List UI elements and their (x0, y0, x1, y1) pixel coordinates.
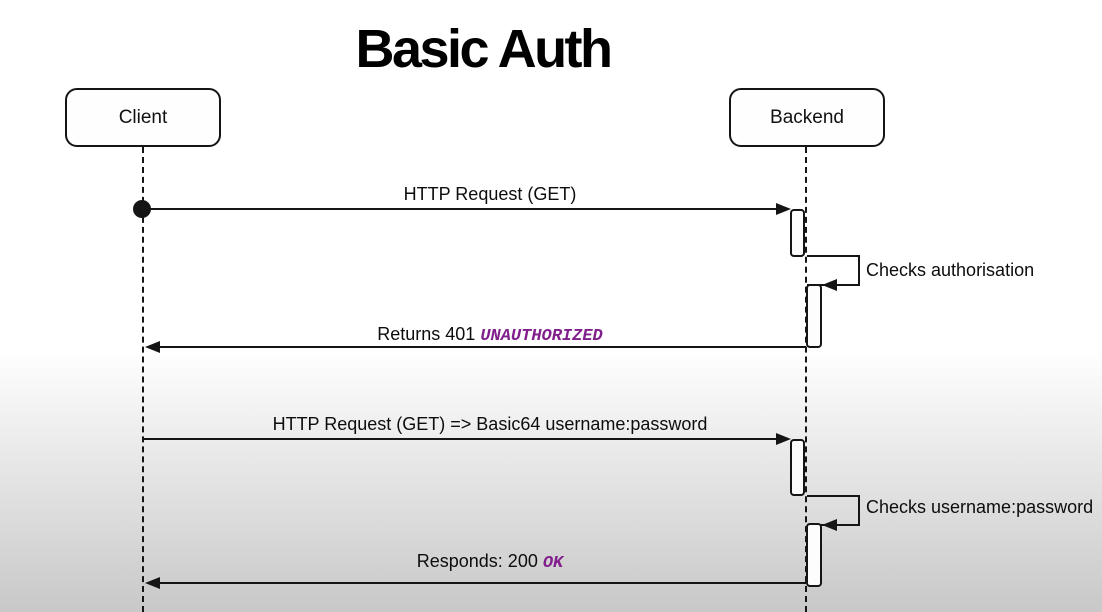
activation-bar-4 (806, 523, 822, 587)
activation-bar-1 (790, 209, 805, 257)
message-label-4-text: Responds: 200 (416, 551, 543, 571)
message-label-1: HTTP Request (GET) (403, 184, 577, 204)
arrowhead-left-icon (145, 341, 160, 353)
actor-label-client: Client (118, 106, 168, 128)
message-line-3 (143, 438, 778, 440)
message-line-2 (159, 346, 806, 348)
actor-box-backend: Backend (729, 88, 885, 147)
arrowhead-left-icon (145, 577, 160, 589)
activation-bar-3 (790, 439, 805, 496)
arrowhead-right-icon (776, 433, 791, 445)
actor-box-client: Client (65, 88, 221, 147)
message-label-4-code: OK (542, 554, 564, 573)
message-start-dot (133, 200, 151, 218)
diagram-title: Basic Auth (355, 19, 613, 79)
lifeline-backend (805, 147, 807, 612)
message-label-2: Returns 401 UNAUTHORIZED (377, 324, 602, 347)
message-label-4: Responds: 200 OK (417, 551, 564, 574)
self-message-label-2: Checks username:password (866, 497, 1094, 517)
message-label-2-text: Returns 401 (377, 324, 481, 344)
arrowhead-left-icon (822, 519, 837, 531)
message-line-4 (159, 582, 806, 584)
message-label-3: HTTP Request (GET) => Basic64 username:p… (272, 414, 708, 434)
message-line-1 (149, 208, 778, 210)
activation-bar-2 (806, 284, 822, 348)
arrowhead-left-icon (822, 279, 837, 291)
arrowhead-right-icon (776, 203, 791, 215)
lifeline-client (142, 147, 144, 612)
self-message-label-1: Checks authorisation (866, 260, 1035, 280)
message-label-2-code: UNAUTHORIZED (480, 327, 603, 346)
actor-label-backend: Backend (770, 106, 844, 128)
